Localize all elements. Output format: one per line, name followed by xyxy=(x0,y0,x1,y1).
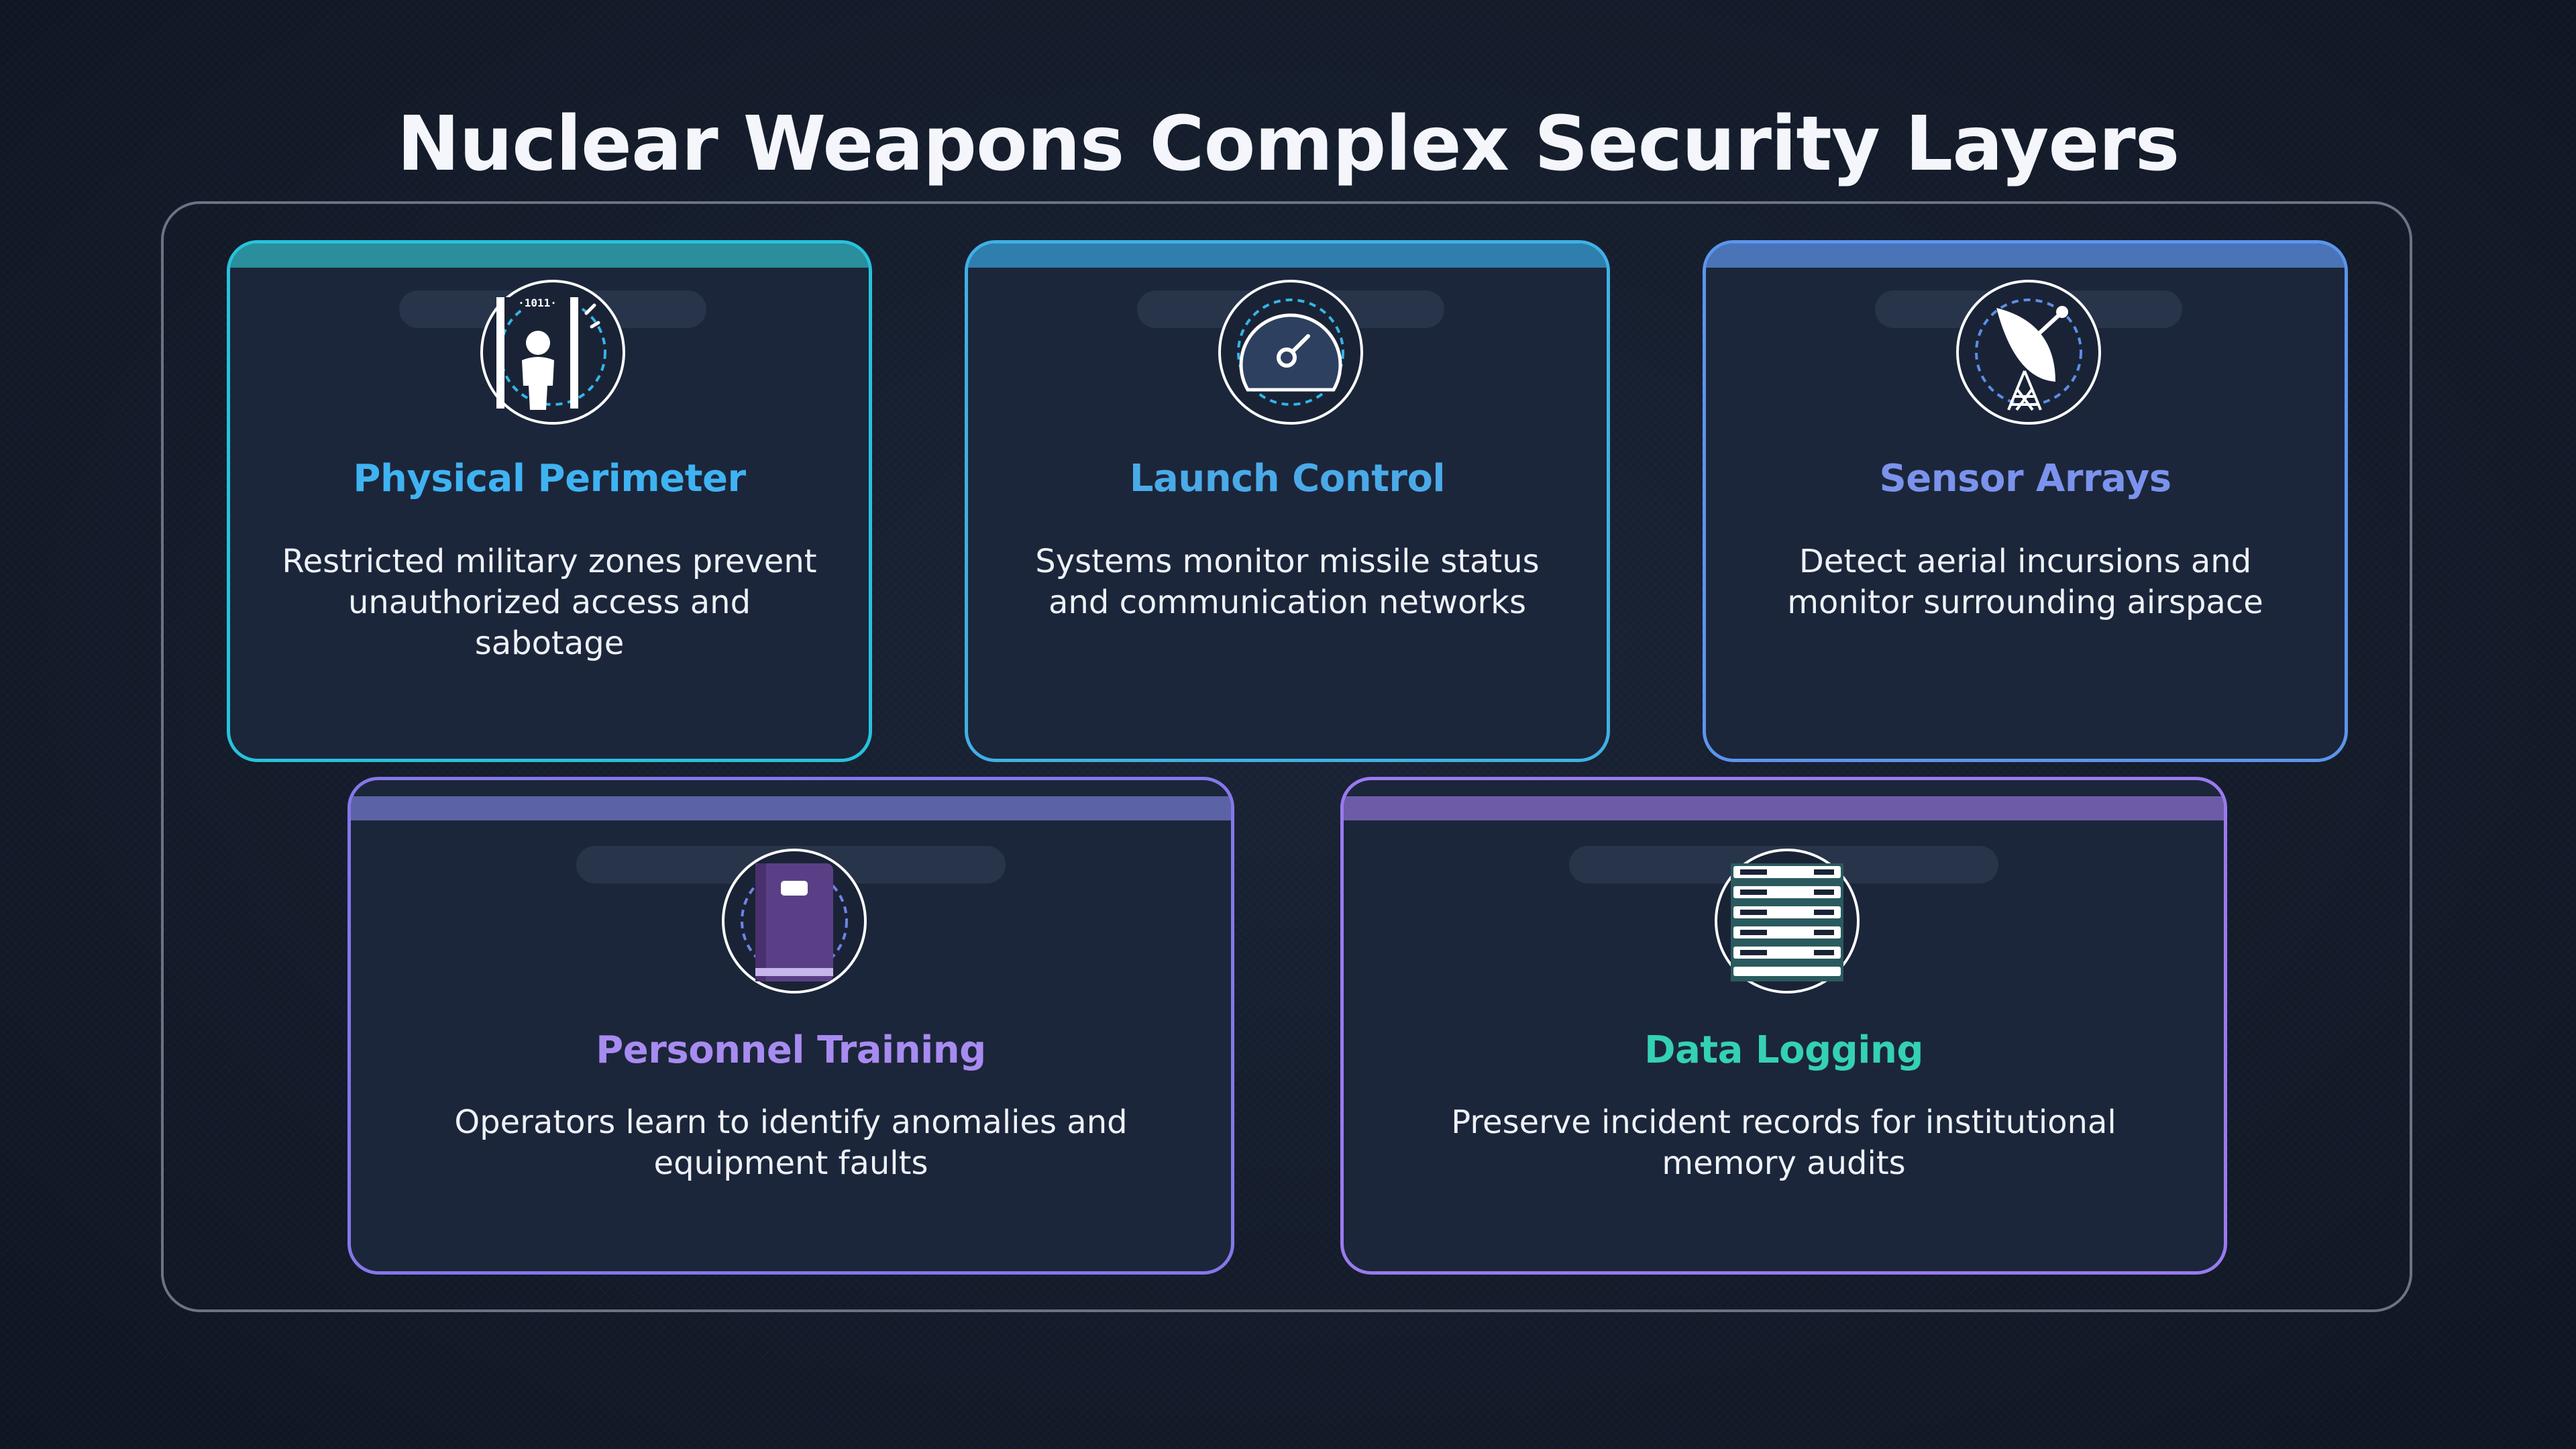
card-description: Restricted military zones prevent unauth… xyxy=(282,543,817,662)
training-manual-icon xyxy=(722,849,867,994)
card-title: Data Logging xyxy=(1644,1028,1923,1072)
card-header-band xyxy=(968,244,1607,268)
svg-text:·1011·: ·1011· xyxy=(518,297,557,309)
card-header-band xyxy=(1706,244,2345,268)
card-header-band xyxy=(1344,796,2224,820)
card-personnel-training: Personnel Training Operators learn to id… xyxy=(347,777,1234,1275)
card-description: Preserve incident records for institutio… xyxy=(1451,1104,2116,1182)
card-data-logging: Data Logging Preserve incident records f… xyxy=(1340,777,2227,1275)
card-title: Sensor Arrays xyxy=(1879,457,2171,500)
security-gate-person-icon: ·1011· xyxy=(480,280,625,425)
card-physical-perimeter: ·1011· Physical Perimeter Restricted mil… xyxy=(227,240,872,762)
card-sensor-arrays: Sensor Arrays Detect aerial incursions a… xyxy=(1703,240,2348,762)
control-dial-icon xyxy=(1218,280,1363,425)
card-header-band xyxy=(230,244,869,268)
card-title: Physical Perimeter xyxy=(353,457,746,500)
card-header-band xyxy=(351,796,1231,820)
diagram-frame xyxy=(161,201,2412,1312)
satellite-dish-icon xyxy=(1956,280,2101,425)
card-description: Detect aerial incursions and monitor sur… xyxy=(1787,543,2263,621)
card-description: Systems monitor missile status and commu… xyxy=(1035,543,1540,621)
server-rack-icon xyxy=(1715,849,1860,994)
card-title: Launch Control xyxy=(1129,457,1446,500)
card-description: Operators learn to identify anomalies an… xyxy=(454,1104,1128,1182)
card-title: Personnel Training xyxy=(596,1028,986,1072)
card-launch-control: Launch Control Systems monitor missile s… xyxy=(965,240,1610,762)
page-title: Nuclear Weapons Complex Security Layers xyxy=(396,101,2180,188)
